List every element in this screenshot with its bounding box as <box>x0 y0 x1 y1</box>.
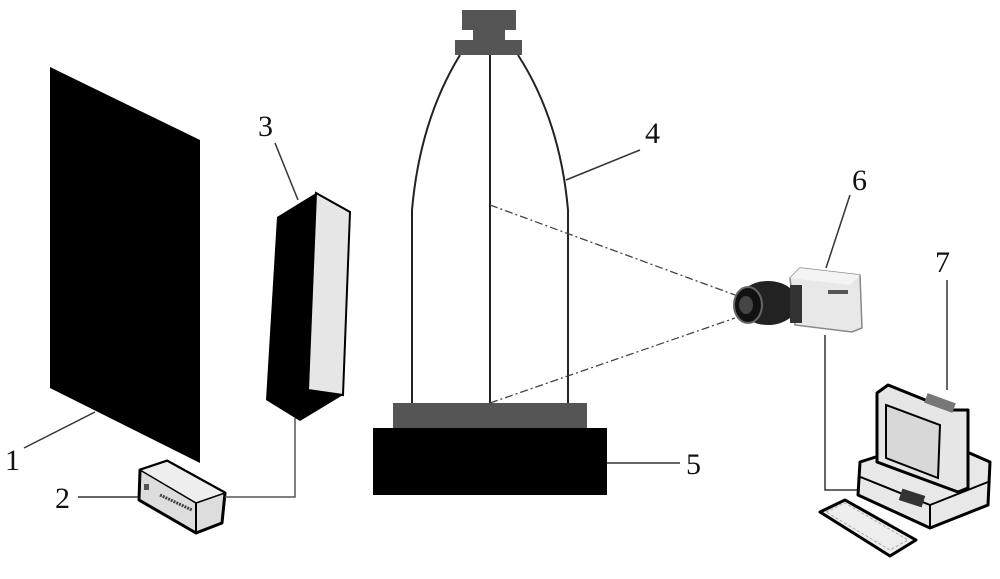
projector <box>266 191 352 421</box>
label-1: 1 <box>5 444 20 477</box>
view-line-lower <box>489 317 736 404</box>
label-6: 6 <box>852 164 867 197</box>
label-2: 2 <box>55 482 70 515</box>
label-4: 4 <box>645 117 660 150</box>
leader-6 <box>825 194 851 269</box>
view-line-upper <box>489 204 736 296</box>
base-platform <box>373 403 607 495</box>
black-panel <box>50 67 200 463</box>
leader-3 <box>274 142 299 201</box>
cable-2-3 <box>225 418 296 498</box>
cable-6-7 <box>824 335 858 491</box>
tower-specimen <box>411 10 569 405</box>
label-7: 7 <box>935 246 950 279</box>
leader-4 <box>565 149 641 181</box>
label-3: 3 <box>258 110 273 143</box>
leader-1 <box>23 411 96 449</box>
controller-box <box>137 459 227 535</box>
computer <box>818 383 992 558</box>
camera <box>733 267 863 333</box>
label-5: 5 <box>686 448 701 481</box>
